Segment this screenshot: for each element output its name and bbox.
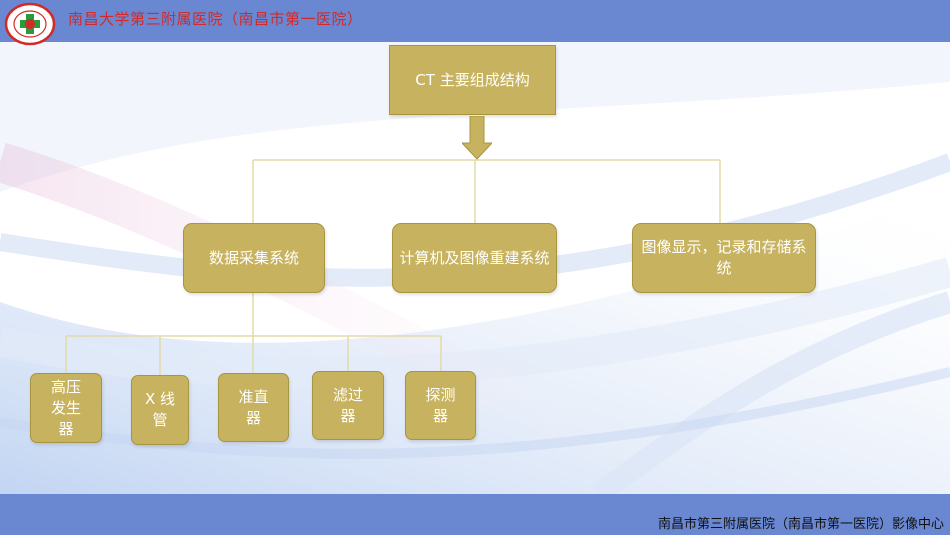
node-x-ray-tube: X 线管 [131,375,189,445]
hospital-logo-icon [4,2,56,46]
node-label: 准直器 [238,387,269,427]
node-label: X 线管 [144,390,176,429]
node-label: 数据采集系统 [208,248,299,267]
node-detector: 探测器 [405,371,476,440]
node-filter: 滤过器 [312,371,384,440]
node-computer-reconstruction-system: 计算机及图像重建系统 [392,223,557,293]
header-title: 南昌大学第三附属医院（南昌市第一医院） [68,10,363,28]
node-collimator: 准直器 [218,373,289,442]
down-arrow-icon [462,116,492,160]
node-data-acquisition-system: 数据采集系统 [183,223,325,293]
footer-bar: 南昌市第三附属医院（南昌市第一医院）影像中心 [0,494,950,535]
node-label: 滤过器 [332,385,363,425]
node-label: 计算机及图像重建系统 [399,248,550,267]
node-label: 高压发生器 [50,377,81,438]
node-high-voltage-generator: 高压发生器 [30,373,102,443]
node-label: 图像显示，记录和存储系统 [641,238,807,277]
root-node-label: CT 主要组成结构 [415,70,530,89]
node-label: 探测器 [425,385,456,425]
footer-text: 南昌市第三附属医院（南昌市第一医院）影像中心 [657,517,944,532]
header-bar: 南昌大学第三附属医院（南昌市第一医院） [0,0,950,46]
node-image-display-storage-system: 图像显示，记录和存储系统 [632,223,816,293]
root-node-ct-structure: CT 主要组成结构 [389,45,556,115]
